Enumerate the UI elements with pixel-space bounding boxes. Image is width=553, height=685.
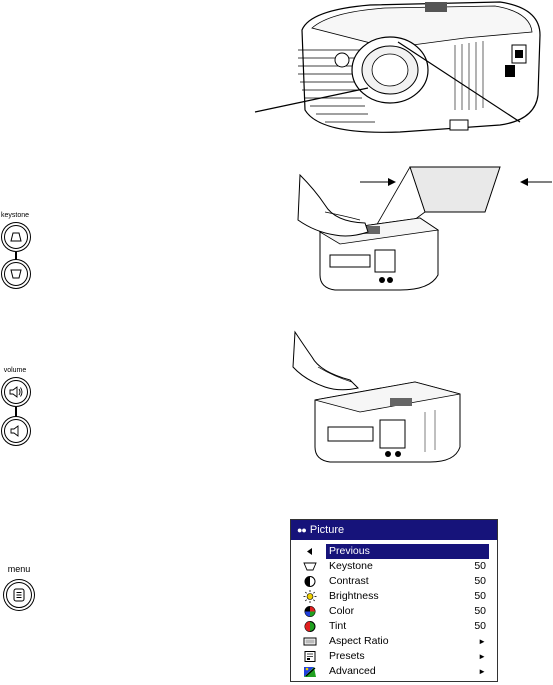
menu-icon (13, 588, 25, 602)
submenu-arrow-icon: ► (478, 667, 486, 676)
color-icon (303, 605, 317, 618)
tint-icon (303, 620, 317, 633)
submenu-arrow-icon: ► (478, 637, 486, 646)
left-arrow-icon (303, 545, 317, 558)
menu-item-color[interactable]: Color 50 (291, 604, 497, 619)
volume-down-icon (10, 425, 19, 437)
volume-adjust-illustration (292, 330, 461, 463)
volume-up-icon (9, 386, 23, 398)
volume-down-button[interactable] (4, 419, 28, 443)
keystone-up-button[interactable] (4, 225, 28, 249)
submenu-arrow-icon: ► (478, 652, 486, 661)
menu-item-tint[interactable]: Tint 50 (291, 619, 497, 634)
picture-menu-title: Picture (309, 524, 345, 536)
picture-menu: ●●Picture Previous Keystone 50 Contrast … (290, 519, 498, 682)
volume-label: volume (3, 367, 27, 374)
keystone-icon (303, 560, 317, 573)
keystone-down-button[interactable] (4, 262, 28, 286)
brightness-icon (303, 590, 317, 603)
keystone-up-icon (10, 232, 22, 242)
menu-item-brightness[interactable]: Brightness 50 (291, 589, 497, 604)
menu-item-aspect-ratio[interactable]: Aspect Ratio ► (291, 634, 497, 649)
picture-menu-header: ●●Picture (291, 520, 497, 540)
menu-item-previous[interactable]: Previous (291, 544, 497, 559)
presets-icon (303, 650, 317, 663)
menu-label: menu (7, 564, 31, 574)
menu-item-advanced[interactable]: Advanced ► (291, 664, 497, 679)
keystone-down-icon (10, 269, 22, 279)
volume-up-button[interactable] (4, 380, 28, 404)
keystone-label: keystone (0, 212, 30, 219)
contrast-icon (303, 575, 317, 588)
aspect-ratio-icon (303, 635, 317, 648)
keystone-connector (15, 252, 17, 260)
menu-dots-icon: ●● (297, 525, 307, 535)
menu-item-contrast[interactable]: Contrast 50 (291, 574, 497, 589)
keystone-adjust-illustration (297, 166, 552, 291)
menu-item-presets[interactable]: Presets ► (291, 649, 497, 664)
advanced-icon (303, 665, 317, 678)
volume-connector (15, 407, 17, 417)
menu-button[interactable] (6, 582, 32, 608)
menu-item-keystone[interactable]: Keystone 50 (291, 559, 497, 574)
projector-front-illustration (254, 1, 541, 133)
